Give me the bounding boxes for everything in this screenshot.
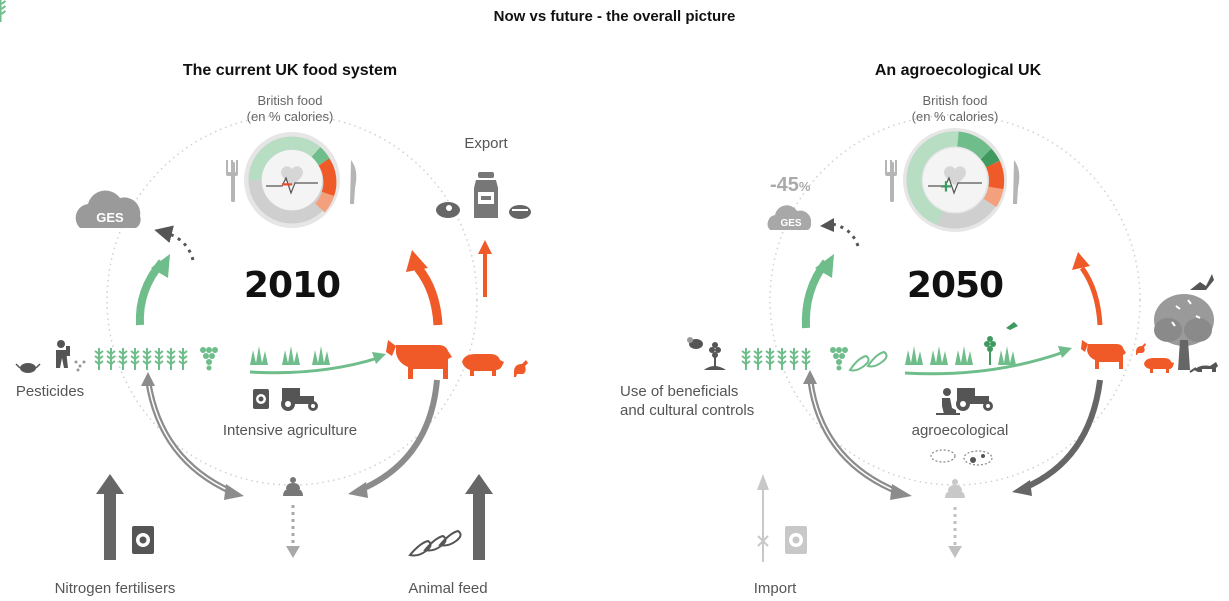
flower-green-icon xyxy=(984,336,996,365)
bee-icon xyxy=(687,337,703,349)
animal-feed-label: Animal feed xyxy=(408,580,488,597)
grass-icon-right xyxy=(905,346,1016,365)
grapes-icon-right xyxy=(830,347,848,371)
spray-dots-icon xyxy=(74,360,86,372)
tractor-icon-right xyxy=(956,388,993,411)
ges-label: GES xyxy=(96,210,124,225)
health-plus-icon: + xyxy=(940,176,952,198)
nitrogen-sack-icon xyxy=(132,526,154,554)
right-donut-label-line2: (en % calories) xyxy=(911,109,999,124)
beneficials-label-line1: Use of beneficials xyxy=(620,383,739,400)
pig-icon-right xyxy=(1144,358,1174,373)
soy-pods-icon xyxy=(408,529,462,557)
health-minus-icon: − xyxy=(281,174,293,196)
wheat-crops-icon xyxy=(0,0,7,22)
wheat-row-right xyxy=(741,348,811,370)
feed-arrow xyxy=(249,356,379,375)
chicken-icon-right xyxy=(1136,343,1146,355)
milk-can-icon xyxy=(474,172,498,218)
meat-icon xyxy=(436,202,460,218)
bird-flying-icon xyxy=(1190,274,1214,290)
cycle-dotted-circle-right xyxy=(769,114,1141,486)
import-cross-icon xyxy=(757,535,769,547)
knife-icon-right xyxy=(1013,160,1020,204)
farmer-spraying-icon xyxy=(56,340,70,368)
pig-icon xyxy=(462,354,504,376)
orange-arrow-thin xyxy=(1079,266,1103,326)
animal-feed-arrow xyxy=(473,492,485,560)
left-donut-label-line1: British food xyxy=(257,93,323,108)
nitrogen-fertilisers-label: Nitrogen fertilisers xyxy=(54,580,176,597)
fertilizer-sack-icon xyxy=(253,389,269,409)
year-2010: 2010 xyxy=(243,265,341,306)
right-panel-title: An agroecological UK xyxy=(874,62,1042,79)
legume-pods-icon xyxy=(848,350,888,372)
beneficials-label-line2: and cultural controls xyxy=(620,402,755,419)
feed-arrow-right xyxy=(904,350,1065,376)
import-label: Import xyxy=(753,580,797,597)
manure-icon xyxy=(283,477,303,496)
fox-icon xyxy=(1189,362,1218,373)
intensive-agriculture-label: Intensive agriculture xyxy=(222,422,358,439)
right-donut-label-line1: British food xyxy=(922,93,988,108)
cycle-dotted-circle xyxy=(106,114,478,486)
flower-icon xyxy=(704,342,726,370)
ges-dotted-arrow-right xyxy=(831,222,860,247)
chicken-icon xyxy=(514,360,528,377)
cow-icon-right xyxy=(1081,340,1126,369)
pesticides-label: Pesticides xyxy=(15,383,85,400)
grey-return-arrow-right xyxy=(358,379,440,493)
left-donut-label-line2: (en % calories) xyxy=(246,109,334,124)
ges-label-right: GES xyxy=(780,218,801,229)
tree-icon xyxy=(1154,294,1214,370)
page-title: Now vs future - the overall picture xyxy=(493,8,736,25)
ges-reduction-value: -45 xyxy=(770,174,799,196)
fork-icon-right xyxy=(885,160,897,202)
grass-icon xyxy=(250,346,330,365)
grapes-icon xyxy=(200,347,218,371)
tractor-icon xyxy=(281,388,318,411)
ges-cloud-small-icon xyxy=(767,205,812,230)
knife-icon xyxy=(350,160,357,204)
agroecological-label: agroecological xyxy=(911,422,1009,439)
british-food-donut-right xyxy=(903,128,1007,232)
import-sack-icon xyxy=(785,526,807,554)
british-food-donut xyxy=(244,132,340,228)
export-label: Export xyxy=(464,135,508,152)
left-diagram: − GES xyxy=(0,0,531,560)
nitrogen-arrow xyxy=(104,492,116,560)
ges-cloud-icon xyxy=(75,190,141,228)
bird-green-icon xyxy=(1006,322,1018,330)
ges-reduction-unit: % xyxy=(798,179,811,194)
grey-return-arrow-right-right xyxy=(1022,379,1103,491)
ges-reduction-label: -45% xyxy=(770,174,810,197)
fork-icon xyxy=(226,160,238,202)
cow-icon xyxy=(386,340,452,379)
manure-light-icon xyxy=(945,479,965,498)
left-panel-title: The current UK food system xyxy=(182,62,398,79)
wheat-row xyxy=(94,348,188,370)
year-2050: 2050 xyxy=(906,265,1004,306)
cheese-icon xyxy=(509,205,531,219)
orange-arrow-right xyxy=(414,265,443,326)
beneficial-insects-icon xyxy=(930,449,993,466)
bug-icon xyxy=(15,363,41,373)
farmer-kneeling-icon xyxy=(936,388,960,415)
